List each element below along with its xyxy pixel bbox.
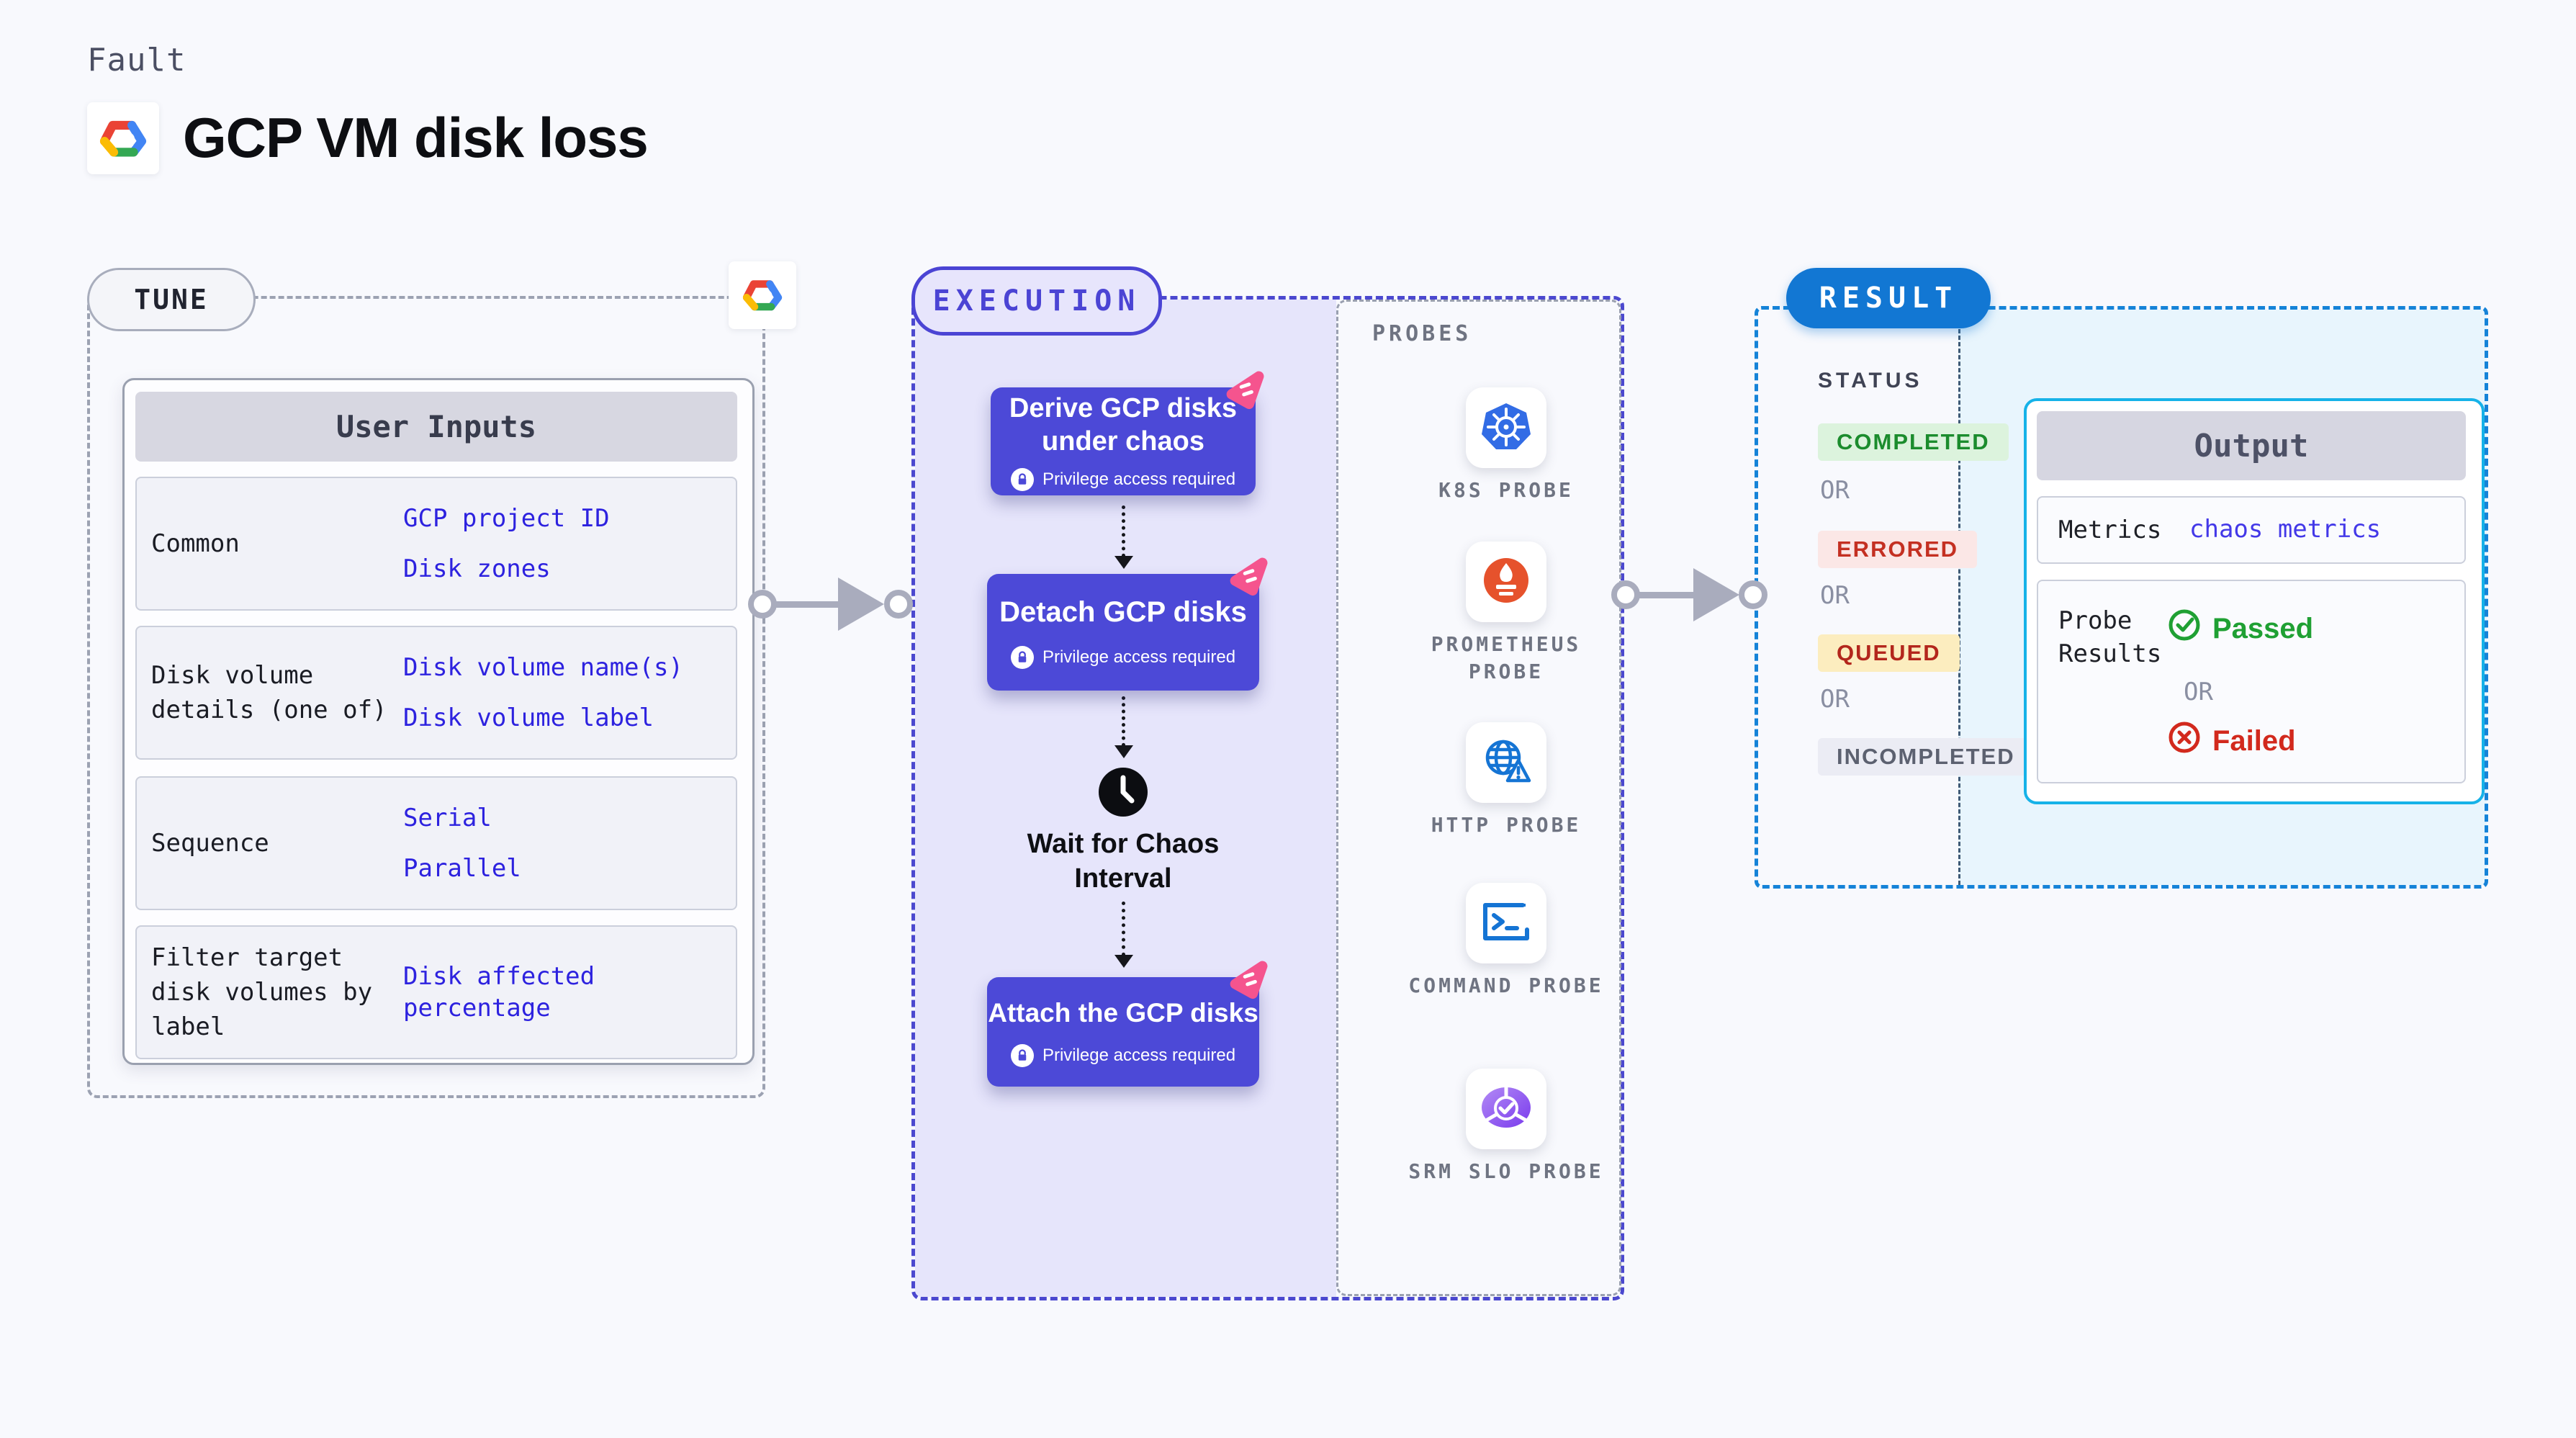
input-link[interactable]: Disk volume name(s) [403, 653, 683, 682]
step-title: Derive GCP disks under chaos [1009, 393, 1238, 457]
user-inputs-header: User Inputs [135, 392, 737, 462]
gcp-logo-tile-small [729, 261, 796, 329]
input-link[interactable]: Serial [403, 804, 492, 832]
input-link[interactable]: Disk zones [403, 554, 551, 583]
probe-label: HTTP PROBE [1431, 813, 1582, 837]
table-row-common: Common GCP project ID Disk zones [135, 477, 737, 611]
status-badge-errored: ERRORED [1818, 531, 1978, 568]
execution-section-box [911, 296, 1624, 1300]
step-title: Attach the GCP disks [988, 998, 1258, 1028]
flow-arrow-icon [1114, 556, 1133, 569]
chaos-fault-icon [1220, 363, 1270, 413]
x-circle-icon [2168, 721, 2201, 761]
probes-heading: PROBES [1372, 321, 1472, 346]
privilege-note: Privilege access required [1042, 469, 1236, 489]
chaos-fault-icon [1223, 549, 1274, 600]
metrics-value-link[interactable]: chaos metrics [2189, 515, 2382, 544]
page-title: GCP VM disk loss [183, 106, 649, 169]
tune-section-box [87, 296, 765, 1098]
arrow-start-dot [748, 590, 777, 619]
status-badge-incompleted: INCOMPLETED [1818, 738, 2034, 776]
flow-connector [1122, 505, 1125, 557]
arrow-head [838, 578, 884, 631]
step-derive-gcp-disks: Derive GCP disks under chaos Privilege a… [991, 371, 1264, 495]
step-detach-gcp-disks: Detach GCP disks Privilege access requir… [987, 557, 1268, 691]
prometheus-icon [1482, 556, 1531, 608]
row-label: Sequence [151, 829, 269, 858]
passed-label: Passed [2212, 612, 2314, 644]
flow-connector [1122, 902, 1125, 956]
execution-pill: EXECUTION [911, 266, 1162, 336]
probe-tile-http [1466, 722, 1546, 803]
input-link[interactable]: Disk affected percentage [403, 962, 595, 1023]
gcp-cloud-icon [96, 116, 150, 161]
probes-section-box [1336, 300, 1621, 1296]
flow-arrow-icon [1114, 955, 1133, 968]
terminal-icon [1481, 901, 1531, 945]
tune-pill: TUNE [87, 268, 256, 331]
input-link[interactable]: GCP project ID [403, 504, 610, 533]
kubernetes-icon [1480, 401, 1532, 454]
metrics-label: Metrics [2058, 516, 2162, 544]
arrow-end-dot [1739, 580, 1767, 609]
probe-label: SRM SLO PROBE [1408, 1159, 1604, 1183]
privilege-note: Privilege access required [1042, 647, 1236, 667]
row-label: Common [151, 529, 240, 558]
probe-tile-prometheus [1466, 542, 1546, 622]
lock-icon [1010, 646, 1034, 669]
failed-label: Failed [2212, 724, 2296, 757]
row-label: Disk volume details (one of) [151, 661, 387, 724]
status-badge-queued: QUEUED [1818, 634, 1960, 672]
http-globe-icon [1480, 737, 1532, 788]
probe-results-label: Probe Results [2058, 606, 2162, 668]
result-pill: RESULT [1786, 268, 1991, 328]
arrow-execution-to-result [1633, 592, 1705, 598]
probe-tile-srm-slo [1466, 1069, 1546, 1149]
table-row-disk-volume-details: Disk volume details (one of) Disk volume… [135, 626, 737, 760]
probe-label: PROMETHEUS PROBE [1431, 632, 1582, 683]
probe-tile-k8s [1466, 387, 1546, 468]
row-label: Filter target disk volumes by label [151, 943, 373, 1041]
table-row-filter-target: Filter target disk volumes by label Disk… [135, 925, 737, 1059]
output-metrics-row: Metrics chaos metrics [2037, 496, 2466, 564]
probe-label: COMMAND PROBE [1408, 974, 1604, 997]
or-label: OR [1820, 476, 1850, 505]
lock-icon [1010, 1044, 1034, 1067]
step-title: Detach GCP disks [999, 596, 1247, 628]
flow-arrow-icon [1114, 745, 1133, 758]
output-header: Output [2037, 411, 2466, 480]
or-label: OR [2184, 678, 2213, 706]
check-circle-icon [2168, 608, 2201, 649]
fault-eyebrow: Fault [87, 42, 186, 78]
status-heading: STATUS [1818, 369, 1923, 392]
flow-connector [1122, 696, 1125, 747]
probe-result-passed: Passed [2168, 608, 2313, 649]
step-attach-gcp-disks: Attach the GCP disks Privilege access re… [987, 961, 1268, 1087]
srm-slo-icon [1480, 1086, 1532, 1132]
status-badge-completed: COMPLETED [1818, 423, 2009, 461]
input-link[interactable]: Disk volume label [403, 704, 654, 732]
output-probe-results-row: Probe Results Passed OR Failed [2037, 580, 2466, 783]
arrow-end-dot [884, 590, 913, 619]
probe-result-failed: Failed [2168, 721, 2296, 761]
wait-step-label: Wait for Chaos Interval [1027, 829, 1220, 894]
gcp-logo-tile [87, 102, 159, 174]
lock-icon [1010, 468, 1034, 491]
arrow-start-dot [1611, 580, 1640, 609]
probe-tile-command [1466, 883, 1546, 963]
or-label: OR [1820, 581, 1850, 610]
arrow-tune-to-execution [769, 601, 854, 608]
probe-label: K8S PROBE [1438, 478, 1574, 502]
privilege-note: Privilege access required [1042, 1046, 1236, 1065]
gcp-cloud-icon [740, 276, 785, 315]
input-link[interactable]: Parallel [403, 854, 521, 883]
clock-icon [1099, 768, 1148, 819]
or-label: OR [1820, 685, 1850, 714]
table-row-sequence: Sequence Serial Parallel [135, 776, 737, 910]
arrow-head [1693, 568, 1739, 621]
chaos-fault-icon [1223, 953, 1274, 1003]
